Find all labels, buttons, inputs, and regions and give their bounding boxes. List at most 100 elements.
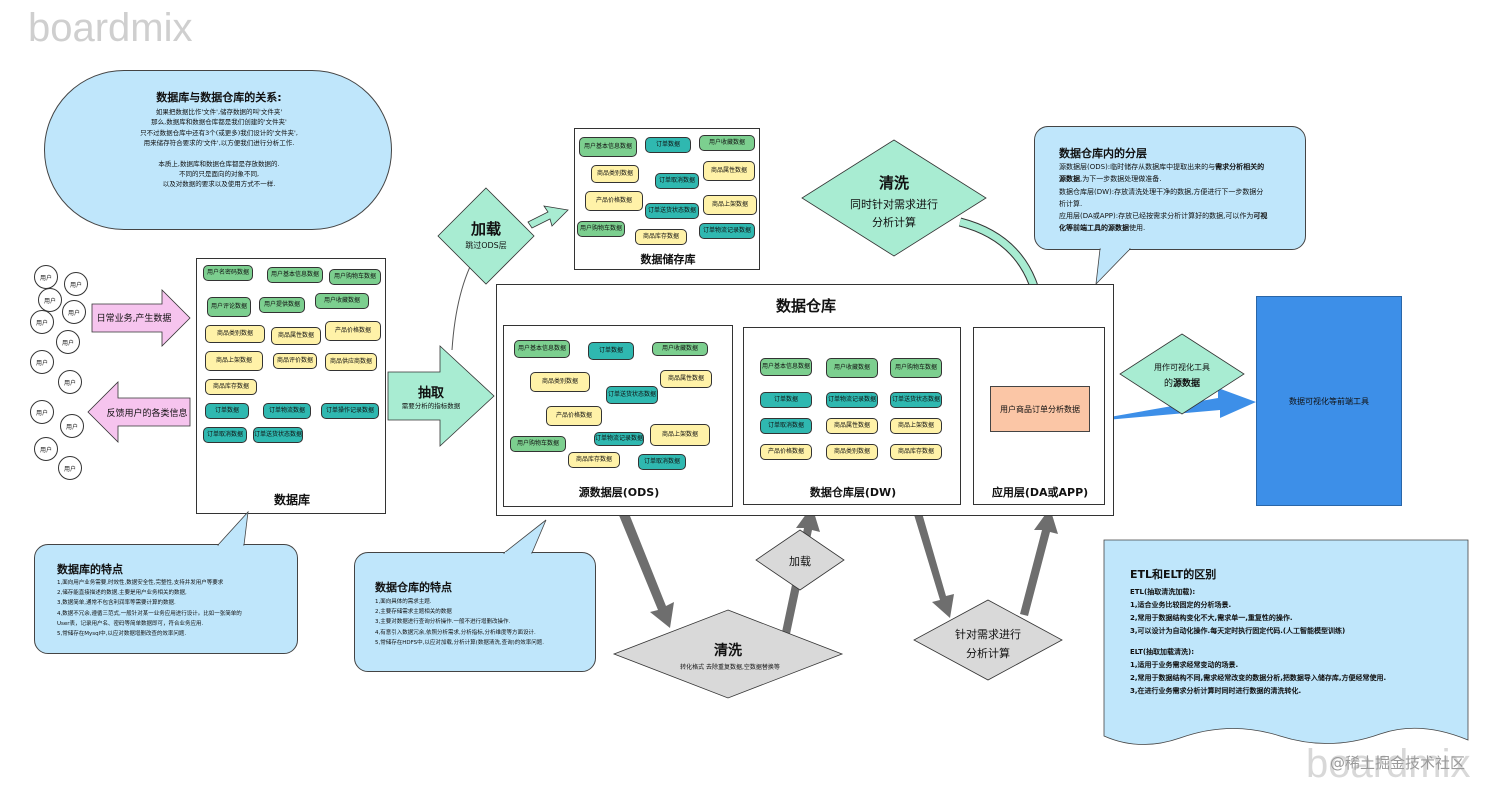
dw-layer: 用户基本信息数据 用户收藏数据 用户购物车数据 订单数据 订单物流记录数据 订单…: [743, 327, 961, 505]
viz-diamond-line1: 用作可视化工具: [1154, 363, 1210, 372]
database-title: 数据库: [273, 493, 310, 507]
dw-chip: 订单取消数据: [760, 418, 812, 434]
db-chip: 商品上架数据: [205, 351, 263, 371]
dw-chip: 产品价格数据: [760, 444, 812, 460]
layers-text: 源数据层(ODS):临时储存从数据库中提取出来的与需求分析相关的 源数据,为下一…: [1059, 163, 1268, 233]
storage-chip: 订单物流记录数据: [699, 223, 755, 239]
db-chip: 用户购物车数据: [329, 269, 381, 285]
ods-chip: 商品上架数据: [650, 424, 710, 446]
ods-chip: 订单数据: [588, 342, 634, 360]
db-features-title: 数据库的特点: [57, 563, 123, 576]
db-chip: 商品类别数据: [205, 325, 265, 343]
user-node: 用户: [30, 350, 54, 374]
ods-chip: 商品库存数据: [568, 452, 620, 468]
dw-chip: 订单物流记录数据: [826, 392, 878, 408]
ods-chip: 订单送货状态数据: [606, 386, 658, 404]
dw-chip: 订单数据: [760, 392, 812, 408]
load-subtitle: 跳过ODS层: [465, 241, 507, 250]
storage-chip: 订单数据: [645, 137, 691, 153]
user-node: 用户: [38, 288, 62, 312]
db-chip: 用户提供数据: [259, 297, 305, 313]
daily-arrow-label: 日常业务,产生数据: [96, 314, 172, 324]
app-to-viz-arrow: [1104, 388, 1256, 420]
storage-chip: 订单取消数据: [655, 173, 699, 189]
analysis-bottom-line2: 分析计算: [966, 647, 1010, 660]
db-chip: 用户收藏数据: [315, 293, 369, 309]
dw-title: 数据仓库层(DW): [809, 486, 897, 499]
ods-chip: 用户收藏数据: [652, 342, 708, 356]
ods-chip: 商品类别数据: [530, 372, 590, 392]
user-node: 用户: [56, 330, 80, 354]
db-chip: 订单数据: [205, 403, 249, 419]
dw-features-title: 数据仓库的特点: [375, 581, 452, 594]
ods-chip: 用户基本信息数据: [514, 340, 570, 358]
clean-top-sub1: 同时针对需求进行: [850, 198, 938, 211]
clean-top-sub2: 分析计算: [872, 216, 916, 229]
etl-note: ETL和ELT的区别 ETL(抽取清洗加载): 1,适合业务比较固定的分析场景.…: [1130, 566, 1464, 698]
db-chip: 订单物流数据: [263, 403, 311, 419]
ods-to-clean-arrow: [616, 506, 674, 628]
watermark-bottom: boardmix: [1306, 742, 1471, 786]
app-title: 应用层(DA或APP): [991, 486, 1089, 499]
ods-title: 源数据层(ODS): [578, 486, 660, 499]
dw-chip: 订单送货状态数据: [890, 392, 942, 408]
load-bottom-label: 加载: [789, 555, 811, 568]
storage-chip: 用户基本信息数据: [579, 137, 637, 157]
storage-chip: 商品上架数据: [703, 195, 757, 215]
etl-title: ETL和ELT的区别: [1130, 568, 1217, 581]
storage-chip: 商品类别数据: [591, 165, 639, 183]
layers-title: 数据仓库内的分层: [1059, 147, 1147, 160]
db-chip: 订单操作记录数据: [321, 403, 379, 419]
load-arrow: [527, 205, 569, 229]
dw-chip: 商品上架数据: [890, 418, 942, 434]
app-result: 用户商品订单分析数据: [990, 386, 1090, 432]
user-node: 用户: [62, 300, 86, 324]
storage-title: 数据储存库: [640, 253, 696, 266]
viz-diamond-line2: 的源数据: [1163, 379, 1201, 389]
load-title: 加载: [470, 220, 501, 238]
storage-chip: 产品价格数据: [585, 191, 643, 211]
ods-chip: 商品属性数据: [660, 370, 712, 388]
db-chip: 产品价格数据: [325, 321, 381, 341]
db-chip: 用户基本信息数据: [267, 267, 323, 283]
db-chip: 商品库存数据: [205, 379, 257, 395]
clean-top-title: 清洗: [878, 174, 909, 192]
ods-chip: 订单取消数据: [638, 454, 686, 470]
ods-layer: 用户基本信息数据 订单数据 用户收藏数据 商品类别数据 商品属性数据 订单送货状…: [503, 325, 733, 507]
warehouse-title: 数据仓库: [775, 297, 836, 315]
storage-chip: 用户购物车数据: [577, 221, 625, 237]
db-chip: 商品供应商数据: [325, 353, 377, 371]
user-node: 用户: [64, 272, 88, 296]
db-features-bubble: 数据库的特点 1,面向用户业务需要,时效性,数据安全性,完整性,支持并发用户等要…: [34, 544, 298, 654]
clean-bottom-title: 清洗: [714, 643, 742, 659]
dw-chip: 商品属性数据: [826, 418, 878, 434]
dw-chip: 商品类别数据: [826, 444, 878, 460]
db-chip: 订单取消数据: [203, 427, 247, 443]
dw-chip: 商品库存数据: [890, 444, 942, 460]
etl-text: ETL(抽取清洗加载): 1,适合业务比较固定的分析场景. 2,常用于数据结构变…: [1130, 588, 1387, 695]
warehouse-box: 数据仓库 用户基本信息数据 订单数据 用户收藏数据 商品类别数据 商品属性数据 …: [496, 284, 1114, 516]
storage-chip: 商品属性数据: [703, 161, 755, 181]
dw-chip: 用户购物车数据: [890, 358, 942, 378]
dw-chip: 用户收藏数据: [826, 358, 878, 378]
extract-title: 抽取: [417, 386, 444, 401]
viz-tool-box: 数据可视化等前端工具: [1256, 296, 1402, 506]
db-chip: 用户名密码数据: [203, 265, 253, 281]
ods-chip: 产品价格数据: [546, 406, 602, 426]
user-node: 用户: [30, 400, 54, 424]
storage-chip: 订单送货状态数据: [645, 203, 699, 219]
storage-box: 用户基本信息数据 订单数据 用户收藏数据 商品类别数据 商品属性数据 订单取消数…: [574, 128, 760, 270]
analysis-bottom-line1: 针对需求进行: [955, 628, 1021, 641]
user-node: 用户: [60, 414, 84, 438]
db-chip: 商品属性数据: [271, 327, 321, 345]
database-box: 用户名密码数据 用户基本信息数据 用户购物车数据 用户评论数据 用户提供数据 用…: [196, 258, 386, 514]
db-chip: 用户评论数据: [207, 297, 251, 317]
relationship-title: 数据库与数据仓库的关系:: [156, 91, 282, 104]
relationship-bubble: 数据库与数据仓库的关系: 如果把数据比作'文件',储存数据的叫'文件夹'那么,数…: [44, 70, 392, 230]
analysis-to-app-arrow: [1020, 508, 1058, 616]
user-node: 用户: [30, 310, 54, 334]
db-chip: 商品评价数据: [273, 353, 317, 369]
ods-chip: 用户购物车数据: [510, 436, 566, 452]
